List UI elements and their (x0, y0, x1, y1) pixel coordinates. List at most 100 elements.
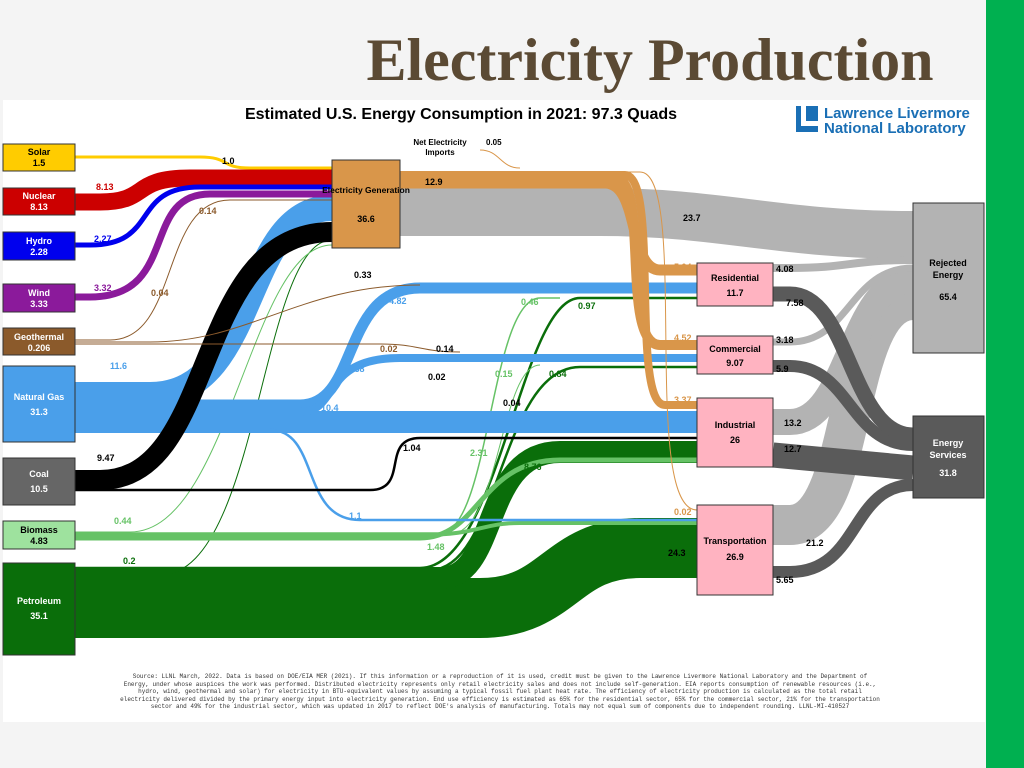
flow-solar-elec (75, 155, 332, 170)
flow-industrial-services (771, 442, 915, 481)
flow-residential-services (773, 286, 914, 443)
label-geothermal-value: 0.206 (28, 343, 51, 353)
flow-label: 0.97 (578, 301, 596, 311)
box-electricity-generation (331, 159, 401, 249)
flow-layer (75, 149, 916, 638)
box-rejected-energy (912, 202, 985, 354)
box-hydro (2, 231, 76, 261)
label-wind-name: Wind (28, 288, 50, 298)
flow-biomass-transportation (75, 521, 697, 537)
flow-label: 0.02 (380, 344, 398, 354)
flow-commercial-services (773, 360, 914, 451)
logo-line-2: National Laboratory (824, 120, 966, 137)
flow-commercial-rejected (773, 264, 914, 346)
box-geothermal (2, 327, 76, 356)
flow-label: 23.7 (683, 213, 701, 223)
flow-elec-rejected (400, 188, 914, 259)
label-natural-gas-value: 31.3 (30, 407, 48, 417)
flow-label: 12.7 (784, 444, 802, 454)
label-net-imports-value: 0.05 (486, 138, 502, 147)
flow-label: 0.04 (503, 398, 521, 408)
box-solar (2, 143, 76, 172)
flow-elec-industrial (400, 171, 697, 409)
source-note: Source: LLNL March, 2022. Data is based … (120, 673, 880, 710)
flow-label: 2.27 (94, 234, 112, 244)
flow-label: 10.4 (321, 403, 339, 413)
flow-label: 4.08 (776, 264, 794, 274)
label-elecgen-value: 36.6 (357, 214, 375, 224)
label-commercial-value: 9.07 (726, 358, 744, 368)
logo-line-1: Lawrence Livermore (824, 105, 970, 122)
flow-geothermal-elec (75, 199, 332, 341)
flow-label: 5.65 (776, 575, 794, 585)
llnl-logo: Lawrence Livermore National Laboratory (796, 105, 970, 137)
flow-elec-commercial (400, 173, 697, 350)
label-residential-value: 11.7 (726, 288, 743, 298)
slide-title: Electricity Production (366, 27, 934, 93)
box-biomass (2, 520, 76, 550)
flow-label: 5.04 (674, 262, 692, 272)
label-solar-value: 1.5 (33, 158, 46, 168)
flow-label: 21.2 (806, 538, 824, 548)
label-geothermal-name: Geothermal (14, 332, 64, 342)
flow-residential-rejected (773, 256, 914, 272)
label-elecgen-name: Electricity Generation (322, 185, 410, 195)
flow-geothermal-commercial (75, 343, 461, 353)
flow-biomass-commercial (75, 364, 541, 535)
chart-title: Estimated U.S. Energy Consumption in 202… (245, 106, 677, 123)
label-nuclear-value: 8.13 (30, 202, 48, 212)
flow-coal-elec (75, 222, 333, 490)
label-commercial-name: Commercial (709, 344, 761, 354)
flow-label: 0.84 (549, 369, 567, 379)
flow-gas-residential (75, 282, 697, 411)
flow-label: 2.31 (470, 448, 488, 458)
flow-petroleum-industrial (75, 441, 697, 589)
flow-gas-transportation (75, 428, 697, 522)
flow-petroleum-commercial (75, 365, 697, 572)
box-wind (2, 283, 76, 313)
label-petroleum-value: 35.1 (30, 611, 48, 621)
accent-bar (986, 0, 1024, 768)
flow-label: 1.04 (403, 443, 421, 453)
flow-nuclear-elec (75, 169, 332, 211)
box-residential (696, 262, 774, 307)
box-natural-gas (2, 365, 76, 443)
label-wind-value: 3.33 (30, 299, 48, 309)
flow-label: 0.14 (436, 344, 454, 354)
flow-elec-transportation (400, 171, 698, 511)
flow-imports-elec (479, 149, 521, 169)
label-nuclear-name: Nuclear (22, 191, 56, 201)
flow-petroleum-transportation (75, 518, 697, 638)
box-petroleum (2, 562, 76, 656)
label-hydro-name: Hydro (26, 236, 53, 246)
box-transportation (696, 504, 774, 596)
box-nuclear (2, 187, 76, 216)
label-coal-value: 10.5 (30, 484, 48, 494)
flow-coal-industrial (75, 436, 697, 492)
flow-label: 0.02 (428, 372, 446, 382)
flow-transportation-rejected (773, 280, 916, 545)
box-industrial (696, 397, 774, 468)
label-rejected-value: 65.4 (939, 292, 957, 302)
flow-label: 11.6 (110, 361, 127, 371)
flow-label: 5.9 (776, 364, 789, 374)
flow-label: 0.2 (123, 556, 136, 566)
logo-mark-icon (796, 106, 818, 132)
source-boxes: Solar 1.5 Nuclear 8.13 Hydro 2.28 Wind 3… (2, 143, 76, 656)
flow-label: 3.37 (674, 395, 692, 405)
flow-label: 0.14 (199, 206, 217, 216)
flow-label: 8.13 (96, 182, 114, 192)
flow-label: 0.02 (674, 507, 692, 517)
label-hydro-value: 2.28 (30, 247, 48, 257)
label-transportation-name: Transportation (703, 536, 766, 546)
flow-label: 0.04 (151, 288, 169, 298)
flow-label: 1.48 (427, 542, 445, 552)
box-coal (2, 457, 76, 506)
label-coal-name: Coal (29, 469, 49, 479)
label-natural-gas-name: Natural Gas (14, 392, 65, 402)
flow-label: 3.38 (347, 364, 365, 374)
flow-label: 8.76 (524, 462, 542, 472)
